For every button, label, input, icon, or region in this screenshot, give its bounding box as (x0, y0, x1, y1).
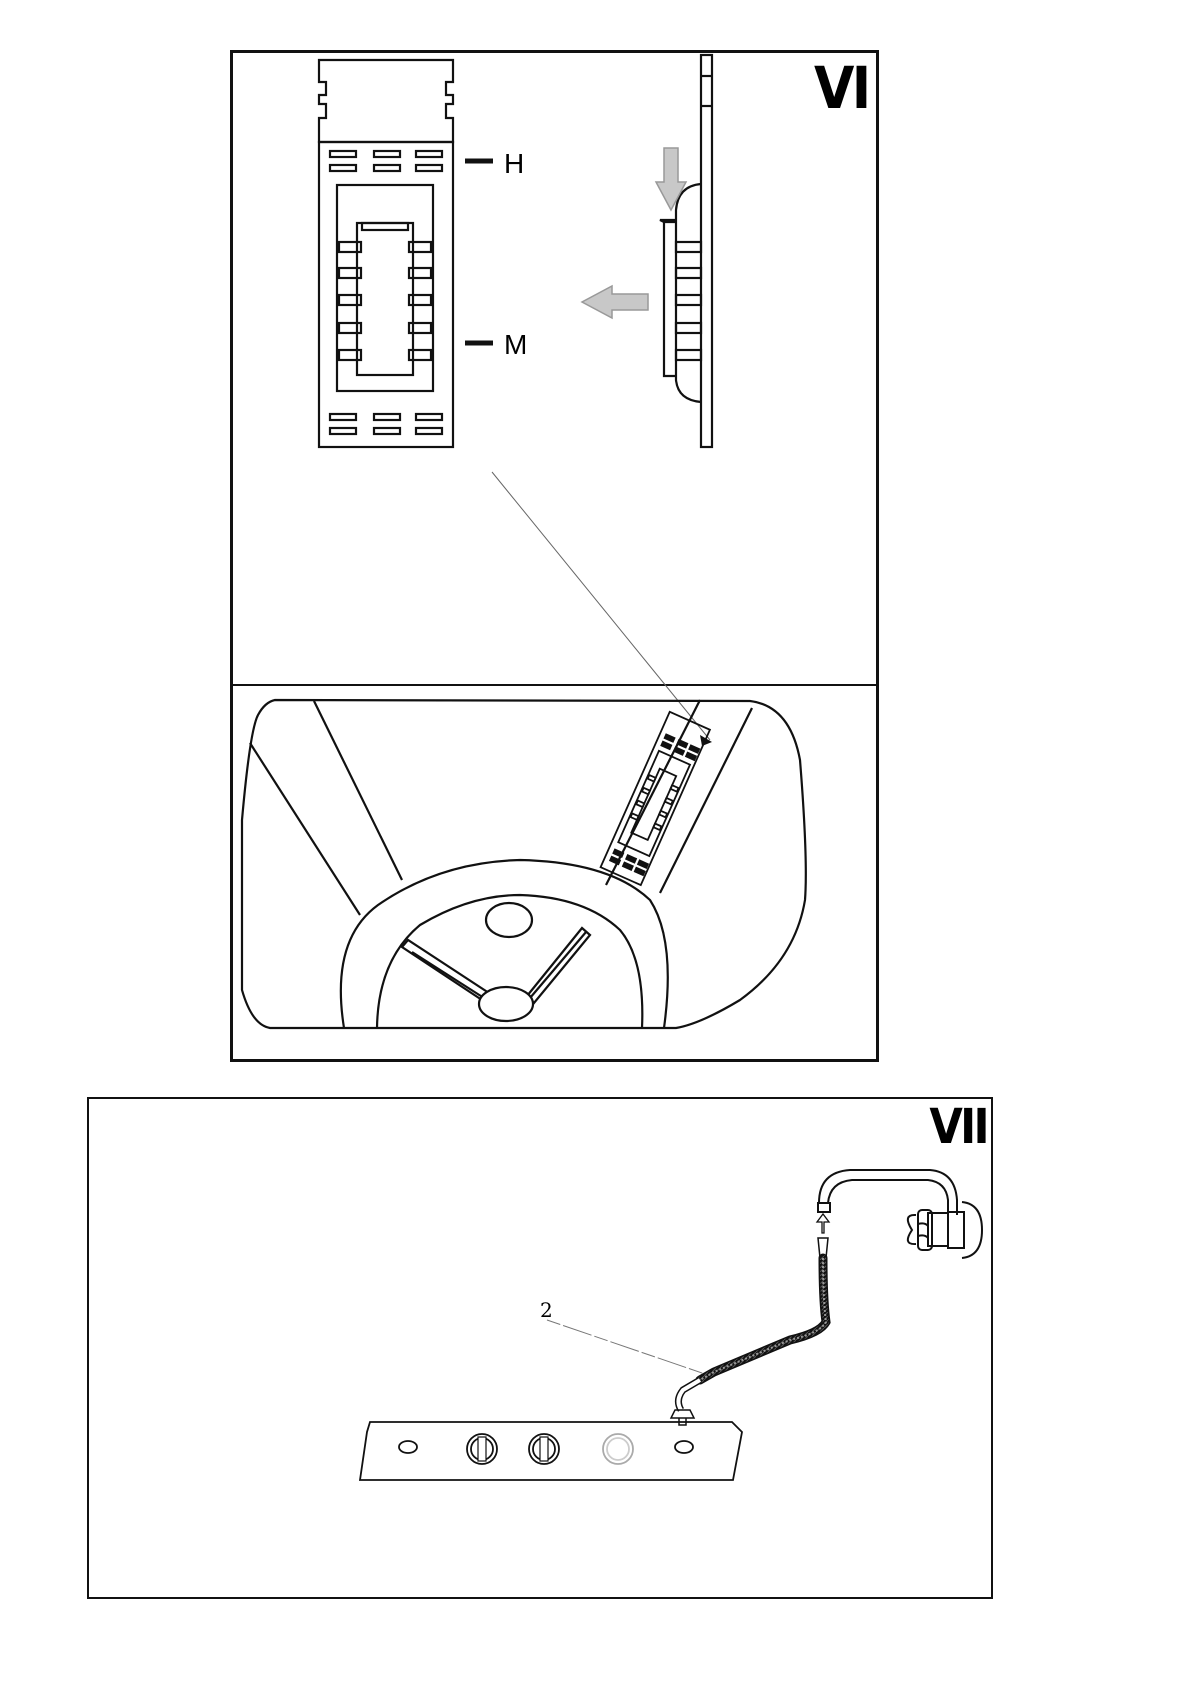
water-faucet (818, 1170, 982, 1258)
part-label-hose: 2 (540, 1300, 553, 1320)
part-label-h: H (504, 150, 524, 178)
washer-tub (242, 700, 806, 1028)
filter-in-tub (601, 712, 710, 885)
hose (671, 1238, 828, 1425)
down-arrow-icon (656, 148, 686, 210)
filter-side-view (660, 55, 712, 447)
left-arrow-icon (582, 286, 648, 318)
part-label-m: M (504, 331, 527, 359)
control-panel (360, 1422, 742, 1480)
up-arrow-icon (817, 1214, 829, 1233)
filter-front-view (319, 60, 453, 447)
